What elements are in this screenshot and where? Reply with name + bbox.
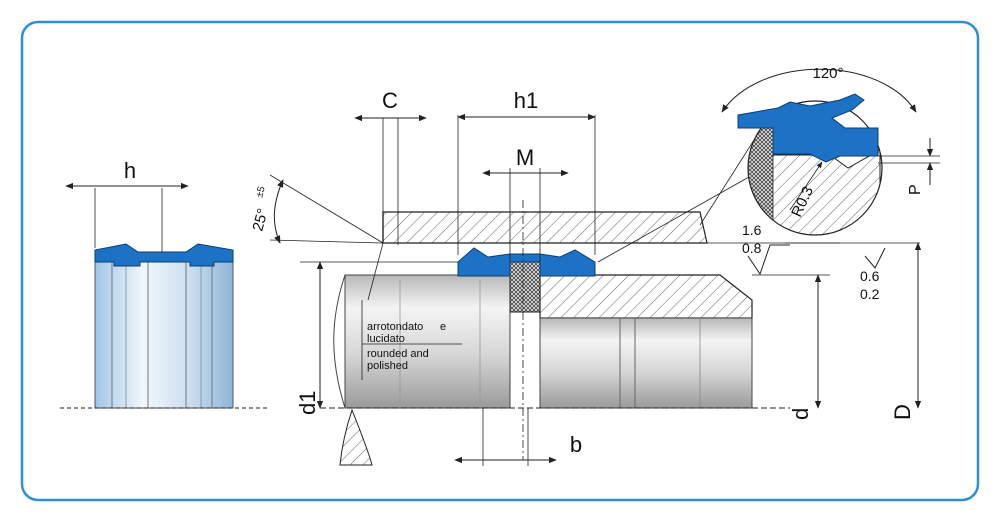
angle-25-arc	[273, 179, 284, 244]
rod-right	[539, 317, 753, 409]
detail-view: 120° P R0.3	[597, 65, 940, 263]
roughness-1-6: 1.6	[742, 222, 762, 238]
note-it-line1: arrotondato	[367, 321, 423, 333]
left-seal-view: h	[60, 158, 268, 409]
label-25-tol: ±5	[254, 185, 268, 199]
label-d: d	[788, 408, 813, 420]
roughness-0-2: 0.2	[860, 286, 880, 302]
label-h: h	[124, 158, 136, 183]
shaft-break	[339, 408, 373, 466]
note-it-e: e	[440, 321, 446, 333]
roughness-0-6: 0.6	[860, 268, 880, 284]
label-25-deg: 25°	[249, 207, 271, 233]
groove-body	[539, 274, 753, 319]
note-en-line1: rounded and	[367, 348, 429, 360]
note-it-line2: lucidato	[367, 333, 405, 345]
angle-120-arc	[721, 68, 917, 113]
roughness-0-8: 0.8	[742, 240, 762, 256]
label-120-deg: 120°	[812, 65, 843, 82]
detail-circle	[747, 100, 883, 236]
label-D: D	[890, 404, 915, 420]
label-d1: d1	[295, 391, 320, 415]
label-P: P	[907, 184, 924, 195]
note-en-line2: polished	[367, 360, 408, 372]
label-b: b	[570, 432, 582, 457]
roughness-symbol-2	[864, 247, 886, 269]
label-M: M	[516, 145, 534, 170]
label-C: C	[382, 88, 398, 113]
roughness-symbol-1	[747, 244, 790, 276]
label-h1: h1	[514, 88, 538, 113]
outer-frame	[20, 20, 980, 502]
main-section-view: C h1 M 25° ±5 1.6 0.8 0.6 0.2 d1 d	[249, 88, 922, 466]
seal-profile-left	[94, 243, 234, 267]
seal-profile-main	[457, 247, 596, 277]
housing-plate	[382, 211, 708, 244]
backup-ring	[509, 261, 541, 313]
